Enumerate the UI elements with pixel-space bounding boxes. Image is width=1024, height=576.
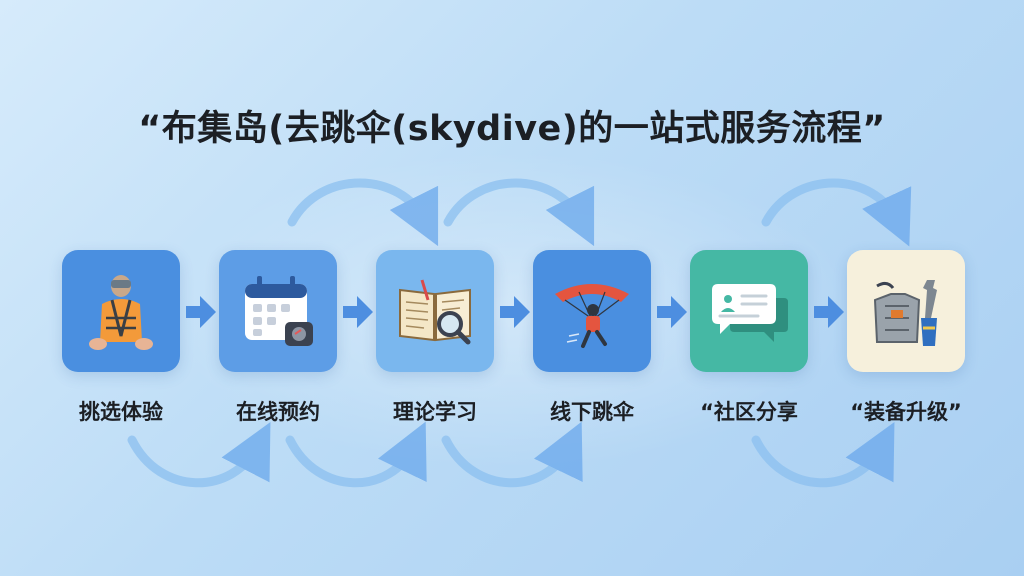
step-box-5 — [690, 250, 808, 372]
next-arrow-4 — [657, 296, 687, 328]
step-label-4: 线下跳伞 — [550, 400, 634, 424]
next-arrow-5 — [814, 296, 844, 328]
next-arrow-1 — [186, 296, 216, 328]
diagram-title: “布集岛(去跳伞(skydive)的一站式服务流程” — [138, 109, 886, 149]
calendar-icon — [245, 276, 313, 346]
chat-bubble-icon — [712, 284, 788, 342]
top-arc-2 — [443, 178, 595, 247]
gear-vest-wrench-icon — [873, 280, 937, 346]
bottom-arc-2 — [285, 421, 427, 488]
step-label-2: 在线预约 — [236, 400, 320, 424]
next-arrow-2 — [343, 296, 373, 328]
next-arrow-3 — [500, 296, 530, 328]
book-magnifier-icon — [399, 279, 471, 345]
bottom-arc-4 — [751, 422, 895, 488]
bottom-arc-1 — [127, 422, 271, 488]
paraglider-icon — [555, 284, 629, 348]
step-label-6: “装备升级” — [850, 400, 962, 424]
step-box-3 — [376, 250, 494, 372]
top-arc-3 — [761, 178, 912, 247]
step-box-6 — [847, 250, 965, 372]
step-box-1 — [62, 250, 180, 372]
top-arc-1 — [287, 178, 439, 247]
step-label-5: “社区分享 — [700, 400, 798, 424]
step-box-4 — [533, 250, 651, 372]
step-label-1: 挑选体验 — [79, 400, 163, 424]
skydiver-harness-icon — [89, 275, 153, 350]
step-label-3: 理论学习 — [393, 400, 477, 424]
step-box-2 — [219, 250, 337, 372]
bottom-arc-3 — [441, 421, 583, 488]
